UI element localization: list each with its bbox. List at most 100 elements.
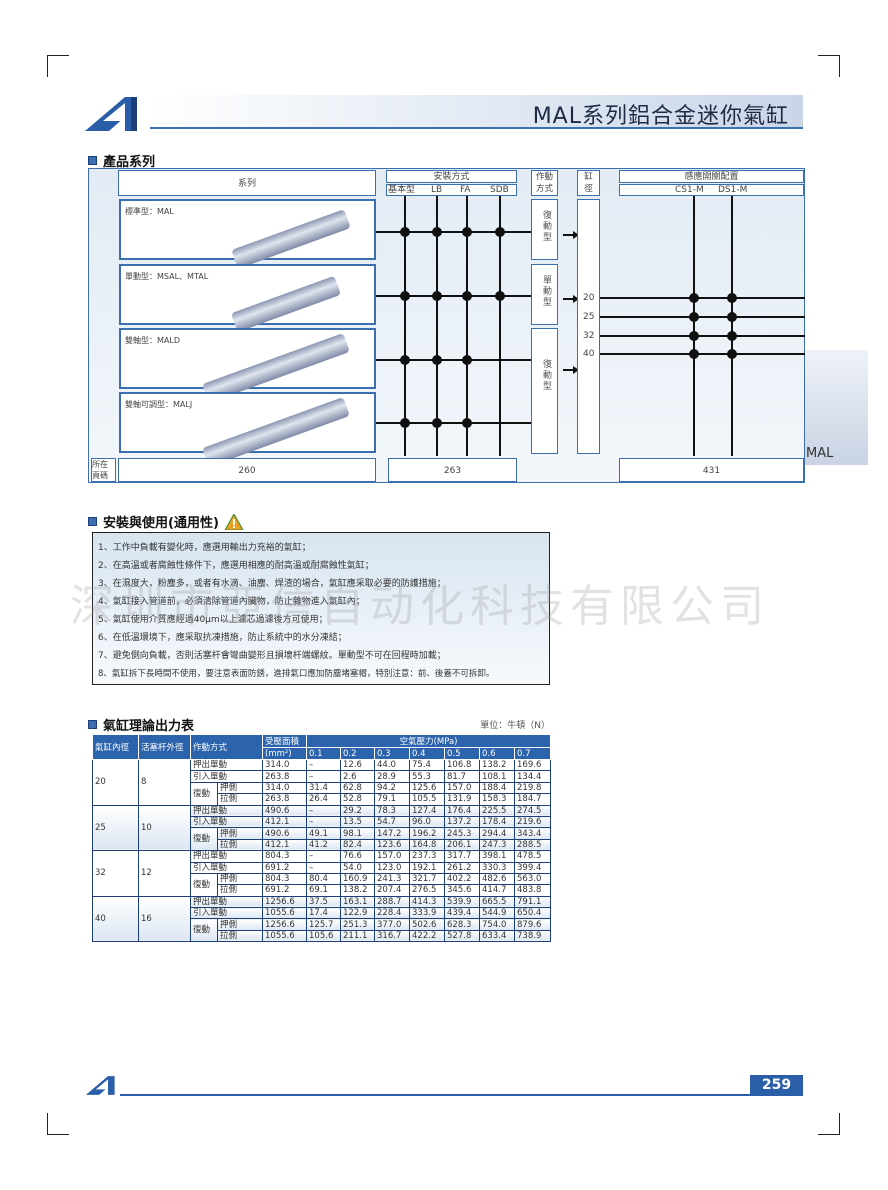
force-cell: 12.6 xyxy=(340,758,376,772)
force-cell: 245.3 xyxy=(444,827,481,840)
watermark-text: 深圳市亞信自动化科技有限公司 xyxy=(70,581,770,632)
dot xyxy=(689,331,699,341)
force-cell: 160.9 xyxy=(340,872,376,886)
col-pressure-value: 0.4 xyxy=(409,747,446,760)
force-cell: 13.5 xyxy=(340,815,376,829)
product-label: 單動型：MSAL、MTAL xyxy=(125,272,209,281)
page-ref-260: 260 xyxy=(118,458,376,482)
dot xyxy=(432,355,442,365)
brand-logo xyxy=(85,97,137,131)
force-cell: 316.7 xyxy=(374,929,411,943)
force-cell: 196.2 xyxy=(409,827,446,840)
area-cell: 314.0 xyxy=(262,781,308,795)
force-cell: 398.1 xyxy=(479,850,516,863)
unit-label: 單位：牛頓（N） xyxy=(480,721,550,731)
rod-cell: 8 xyxy=(138,759,191,806)
side-product-image: MAL xyxy=(805,350,868,465)
col-pressure-value: 0.6 xyxy=(479,747,516,760)
force-cell: 192.1 xyxy=(409,861,446,874)
force-cell: – xyxy=(306,770,342,783)
grid-line xyxy=(499,196,501,456)
dot xyxy=(462,291,472,301)
force-cell: 138.2 xyxy=(340,884,376,897)
force-cell: 26.4 xyxy=(306,793,342,806)
force-cell: 96.0 xyxy=(409,815,446,829)
dot xyxy=(432,418,442,428)
force-cell: 502.6 xyxy=(409,918,446,931)
note-item: 3、在濕度大，粉塵多，或者有水滴、油塵、焊渣的場合，氣缸應采取必要的防護措施； xyxy=(98,579,446,589)
crop-mark xyxy=(818,55,840,77)
arrow-icon xyxy=(563,231,579,238)
dot xyxy=(495,227,505,237)
grid-line xyxy=(404,196,406,456)
side-cell: 押側 xyxy=(216,827,264,840)
force-cell: 738.9 xyxy=(514,929,552,943)
force-cell: – xyxy=(306,758,342,772)
force-cell: 106.8 xyxy=(444,758,481,772)
force-cell: 78.3 xyxy=(374,804,411,817)
warning-icon xyxy=(224,513,243,530)
crop-mark xyxy=(47,1113,69,1135)
page-number: 259 xyxy=(750,1075,803,1096)
force-cell: 127.4 xyxy=(409,804,446,817)
force-cell: 439.4 xyxy=(444,907,481,920)
force-cell: 82.4 xyxy=(340,838,376,852)
note-item: 2、在高溫或者腐蝕性條件下，應選用相應的耐高溫或耐腐蝕性氣缸； xyxy=(98,561,374,571)
title-bar: MAL系列鋁合金迷你氣缸 xyxy=(150,95,803,129)
area-cell: 412.1 xyxy=(262,838,308,852)
product-label: 標準型：MAL xyxy=(125,207,174,216)
area-cell: 490.6 xyxy=(262,804,308,817)
force-cell: 482.6 xyxy=(479,872,516,886)
col-pressure-value: 0.2 xyxy=(340,747,376,760)
force-cell: 176.4 xyxy=(444,804,481,817)
rod-cell: 10 xyxy=(138,804,191,852)
crop-mark xyxy=(818,1113,840,1135)
product-msal: 單動型：MSAL、MTAL xyxy=(119,264,376,333)
force-cell: 665.5 xyxy=(479,895,516,909)
action-label: 復動型 xyxy=(541,210,551,243)
dot xyxy=(495,291,505,301)
force-cell: 28.9 xyxy=(374,770,411,783)
bore-cell: 25 xyxy=(92,804,139,852)
dot xyxy=(400,291,410,301)
action-label: 單動型 xyxy=(541,275,551,308)
cylinder-image xyxy=(202,396,350,468)
force-cell: 108.1 xyxy=(479,770,516,783)
mount-basic: 基本型 xyxy=(388,185,416,195)
side-label: MAL xyxy=(806,446,834,461)
action-cell: 引入單動 xyxy=(189,815,264,829)
force-cell: 125.7 xyxy=(306,918,342,931)
grid-line xyxy=(376,422,531,424)
force-cell: 169.6 xyxy=(514,758,552,772)
force-cell: 247.3 xyxy=(479,838,516,852)
footer-logo xyxy=(85,1076,115,1095)
cylinder-image xyxy=(231,209,351,269)
note-item: 5、氣缸使用介質應經過40μm以上濾芯過濾後方可使用； xyxy=(98,615,328,625)
action-cell: 引入單動 xyxy=(189,861,264,874)
area-cell: 1055.6 xyxy=(262,907,308,920)
dot xyxy=(462,418,472,428)
mount-types: 基本型 LB FA SDB xyxy=(386,184,517,196)
force-cell: 527.8 xyxy=(444,929,481,943)
area-cell: 804.3 xyxy=(262,872,308,886)
force-cell: 345.6 xyxy=(444,884,481,897)
force-cell: 41.2 xyxy=(306,838,342,852)
force-cell: 76.6 xyxy=(340,850,376,863)
rod-cell: 16 xyxy=(138,895,191,943)
sensor-cs1m: CS1-M xyxy=(675,185,704,195)
force-cell: 131.9 xyxy=(444,793,481,806)
force-cell: 98.1 xyxy=(340,827,376,840)
force-cell: 123.6 xyxy=(374,838,411,852)
bore-cell: 20 xyxy=(92,759,139,806)
action-label: 復動型 xyxy=(541,359,551,392)
grid-line xyxy=(600,353,805,355)
force-cell: 94.2 xyxy=(374,781,411,795)
side-cell: 拉側 xyxy=(216,838,264,852)
force-cell: 414.3 xyxy=(409,895,446,909)
